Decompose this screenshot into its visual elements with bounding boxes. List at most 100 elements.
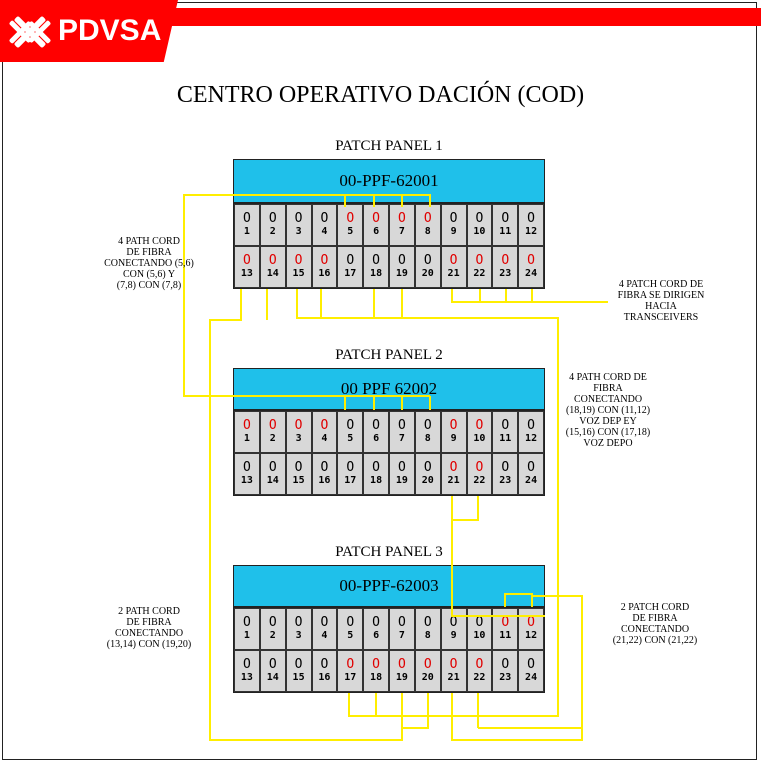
port-ring-icon: O [527, 418, 535, 433]
note-line: (7,8) CON (7,8) [116, 280, 182, 291]
port-number: 9 [450, 433, 457, 444]
port-number: 21 [447, 268, 460, 279]
port-number: 13 [240, 475, 253, 486]
port-ring-icon: O [398, 460, 406, 475]
port-ring-icon: O [320, 460, 329, 475]
port-number: 21 [447, 672, 460, 683]
page-title: CENTRO OPERATIVO DACIÓN (COD) [176, 82, 585, 108]
port-number: 7 [398, 433, 405, 444]
port-ring-icon: O [346, 418, 355, 433]
port-ring-icon: O [320, 657, 329, 672]
note-line: DE FIBRA [126, 617, 172, 628]
note-line: VOZ DEPO [583, 438, 633, 449]
port-number: 18 [370, 268, 383, 279]
port-number: 4 [321, 433, 328, 444]
port-number: 9 [450, 630, 457, 641]
port-number: 10 [473, 433, 486, 444]
port-number: 8 [424, 433, 431, 444]
port-ring-icon: O [294, 418, 303, 433]
port-ring-icon: O [294, 211, 303, 226]
port-number: 13 [240, 268, 253, 279]
port-number: 20 [421, 672, 434, 683]
port-number: 5 [347, 630, 354, 641]
port-number: 23 [499, 268, 512, 279]
port-number: 11 [499, 433, 512, 444]
port-number: 24 [525, 475, 538, 486]
note-line: DE FIBRA [126, 247, 172, 258]
port-ring-icon: O [372, 657, 380, 672]
port-ring-icon: O [268, 418, 277, 433]
port-ring-icon: O [501, 253, 510, 268]
port-ring-icon: O [423, 211, 432, 226]
port-number: 19 [395, 672, 408, 683]
note-line: CONECTANDO [573, 394, 643, 405]
port-ring-icon: O [346, 211, 355, 226]
port-number: 24 [525, 268, 538, 279]
note-line: CONECTANDO [114, 628, 184, 639]
port-number: 14 [266, 475, 279, 486]
port-ring-icon: O [372, 211, 380, 226]
port-number: 13 [240, 672, 253, 683]
port-number: 16 [318, 268, 331, 279]
port-ring-icon: O [346, 615, 355, 630]
port-number: 12 [525, 226, 538, 237]
port-ring-icon: O [243, 211, 251, 226]
port-number: 14 [266, 268, 279, 279]
port-ring-icon: O [268, 253, 277, 268]
port-number: 2 [269, 226, 276, 237]
port-number: 16 [318, 672, 331, 683]
port-ring-icon: O [294, 460, 303, 475]
patch-panel-1-title: PATCH PANEL 1 [335, 138, 443, 154]
port-number: 3 [295, 630, 302, 641]
note-line: 4 PATH CORD [118, 236, 180, 247]
port-number: 1 [243, 433, 250, 444]
port-ring-icon: O [423, 253, 432, 268]
port-ring-icon: O [398, 615, 406, 630]
port-ring-icon: O [475, 615, 484, 630]
note-line: (15,16) CON (17,18) [565, 427, 651, 438]
port-ring-icon: O [320, 615, 329, 630]
port-number: 20 [421, 475, 434, 486]
patch-panel-2-label: 00 PPF 62002 [233, 368, 545, 410]
port-number: 14 [266, 672, 279, 683]
port-ring-icon: O [449, 460, 458, 475]
port-number: 5 [347, 433, 354, 444]
note-line: TRANSCEIVERS [623, 312, 699, 323]
port-ring-icon: O [346, 657, 355, 672]
port-ring-icon: O [268, 657, 277, 672]
port-number: 11 [499, 630, 512, 641]
port-number: 12 [525, 630, 538, 641]
